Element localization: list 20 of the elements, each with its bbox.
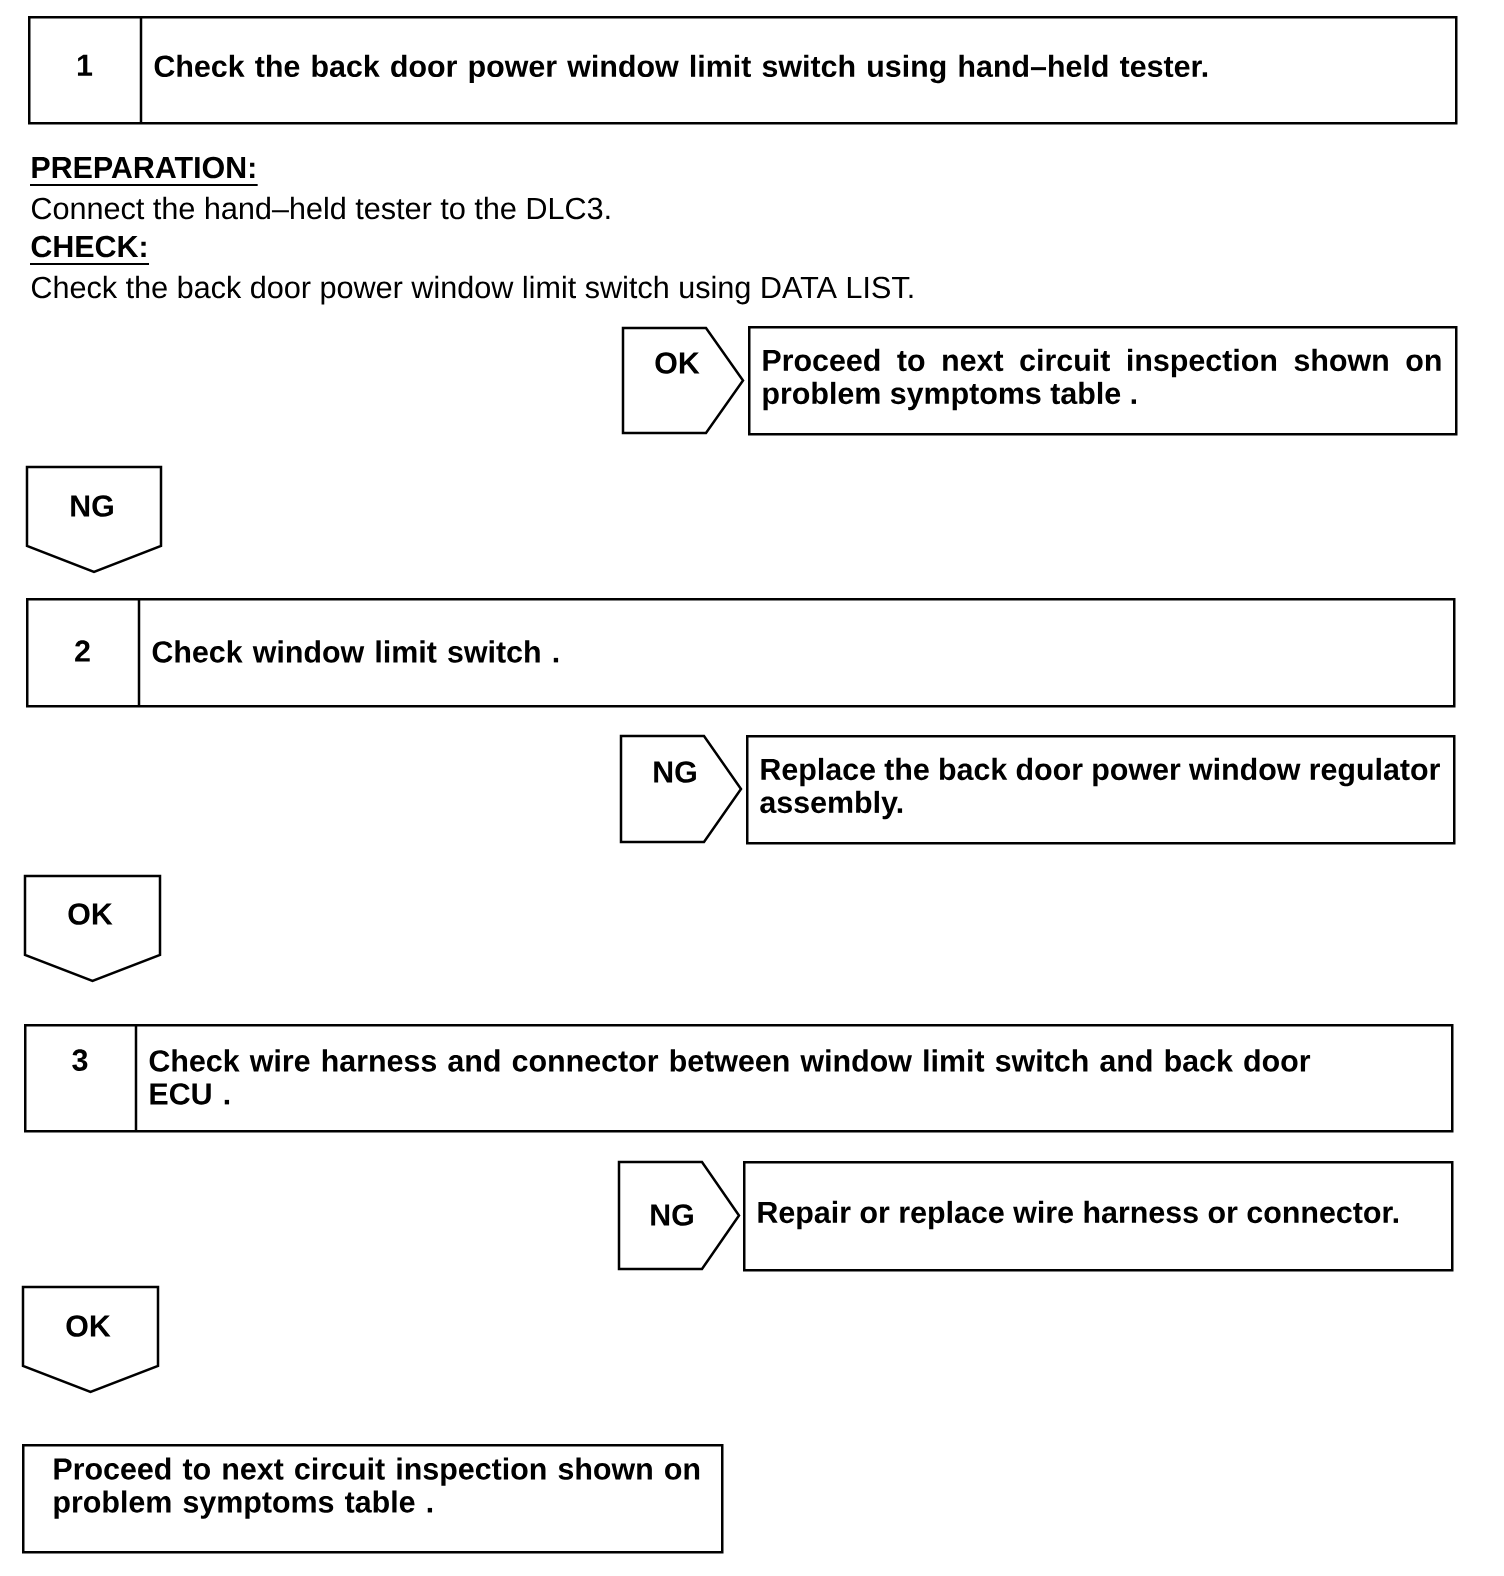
chevron-tab: NG [617, 1160, 741, 1271]
step-number: 1 [77, 54, 93, 76]
chevron-tab: OK [621, 326, 745, 435]
chevron-tab: OK [23, 874, 162, 983]
step-text: Check wire harness and connector between window limit switch and back door ECU . [149, 1049, 1311, 1105]
result-box: Replace the back door power window regulator assembly. [746, 735, 1456, 845]
chevron-tab: NG [25, 465, 163, 574]
chevron-tab: NG [619, 734, 743, 844]
step-text: Check window limit switch . [152, 640, 559, 663]
result-box: Repair or replace wire harness or connector. [743, 1161, 1454, 1272]
step-number: 3 [72, 1049, 88, 1071]
instruction-text: Connect the hand–held tester to the DLC3. [31, 196, 610, 220]
result-box: Proceed to next circuit inspection shown on problem symptoms table . [22, 1444, 724, 1554]
result-box: Proceed to next circuit inspection shown on problem symptoms table . [748, 326, 1458, 436]
section-heading: PREPARATION: [29, 156, 259, 186]
instruction-text: Check the back door power window limit switch using DATA LIST. [31, 275, 913, 305]
step-text: Check the back door power window limit switch using hand–held tester. [154, 54, 1208, 84]
step-number: 2 [75, 640, 90, 662]
chevron-tab: OK [21, 1285, 160, 1394]
section-heading: CHECK: [29, 235, 150, 265]
